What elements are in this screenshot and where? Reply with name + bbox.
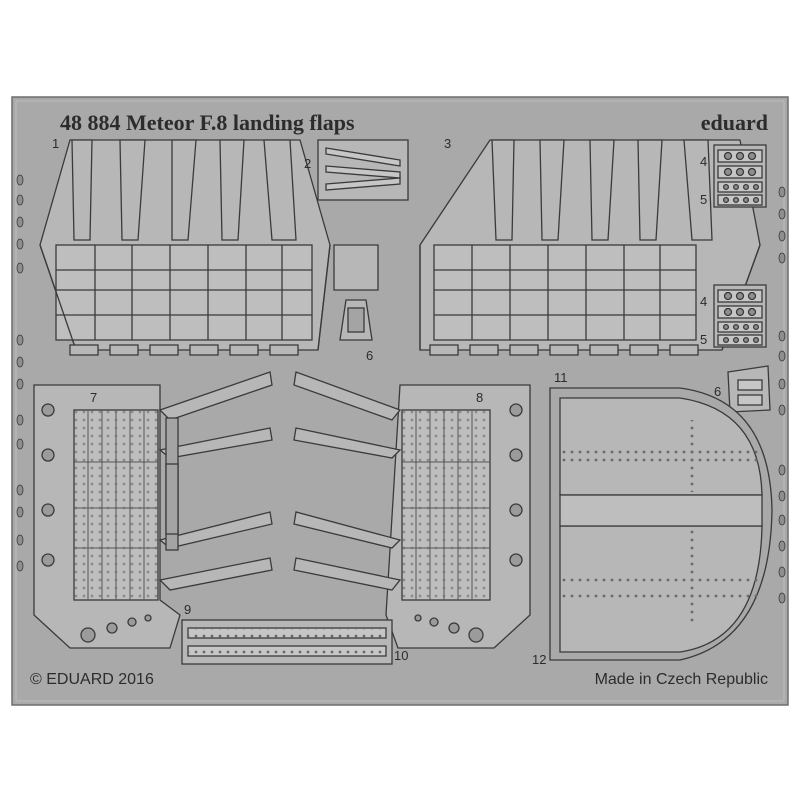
part-number-6a: 6	[366, 348, 373, 363]
part-11-12-cover	[549, 387, 773, 661]
edge-holes-left	[16, 174, 24, 572]
sheet-title: Meteor F.8 landing flaps	[126, 110, 355, 135]
part-3-flap-right	[419, 139, 761, 356]
part-number-12: 12	[532, 652, 546, 667]
part-number-2: 2	[304, 156, 311, 171]
part-7-arms	[158, 371, 273, 591]
part-number-6b: 6	[714, 384, 721, 399]
origin-notice: Made in Czech Republic	[595, 671, 768, 688]
part-number-1: 1	[52, 136, 59, 151]
centre-connectors	[333, 244, 379, 341]
part-7-flap-lower-left	[33, 384, 181, 649]
part-number-5a: 5	[700, 192, 707, 207]
part-8-arms	[293, 371, 402, 591]
part-number-3: 3	[444, 136, 451, 151]
part-number-10: 10	[394, 648, 408, 663]
part-number-4a: 4	[700, 154, 707, 169]
part-1-flap-left	[39, 139, 331, 356]
part-number-11: 11	[554, 370, 568, 385]
edge-holes-right	[778, 186, 786, 604]
part-number-4b: 4	[700, 294, 707, 309]
part-number-9: 9	[184, 602, 191, 617]
part-8-flap-lower-right	[385, 384, 531, 649]
part-6-small-right	[727, 365, 771, 413]
part-number-5b: 5	[700, 332, 707, 347]
brand-logo: eduard	[701, 110, 768, 135]
part-4-5-upper	[713, 144, 767, 208]
part-9-10-strip	[181, 619, 393, 665]
part-2-strips	[317, 139, 409, 201]
part-4-5-lower	[713, 284, 767, 348]
catalog-number: 48 884	[60, 110, 121, 135]
copyright-notice: © EDUARD 2016	[30, 671, 154, 688]
part-number-8: 8	[476, 390, 483, 405]
part-number-7: 7	[90, 390, 97, 405]
